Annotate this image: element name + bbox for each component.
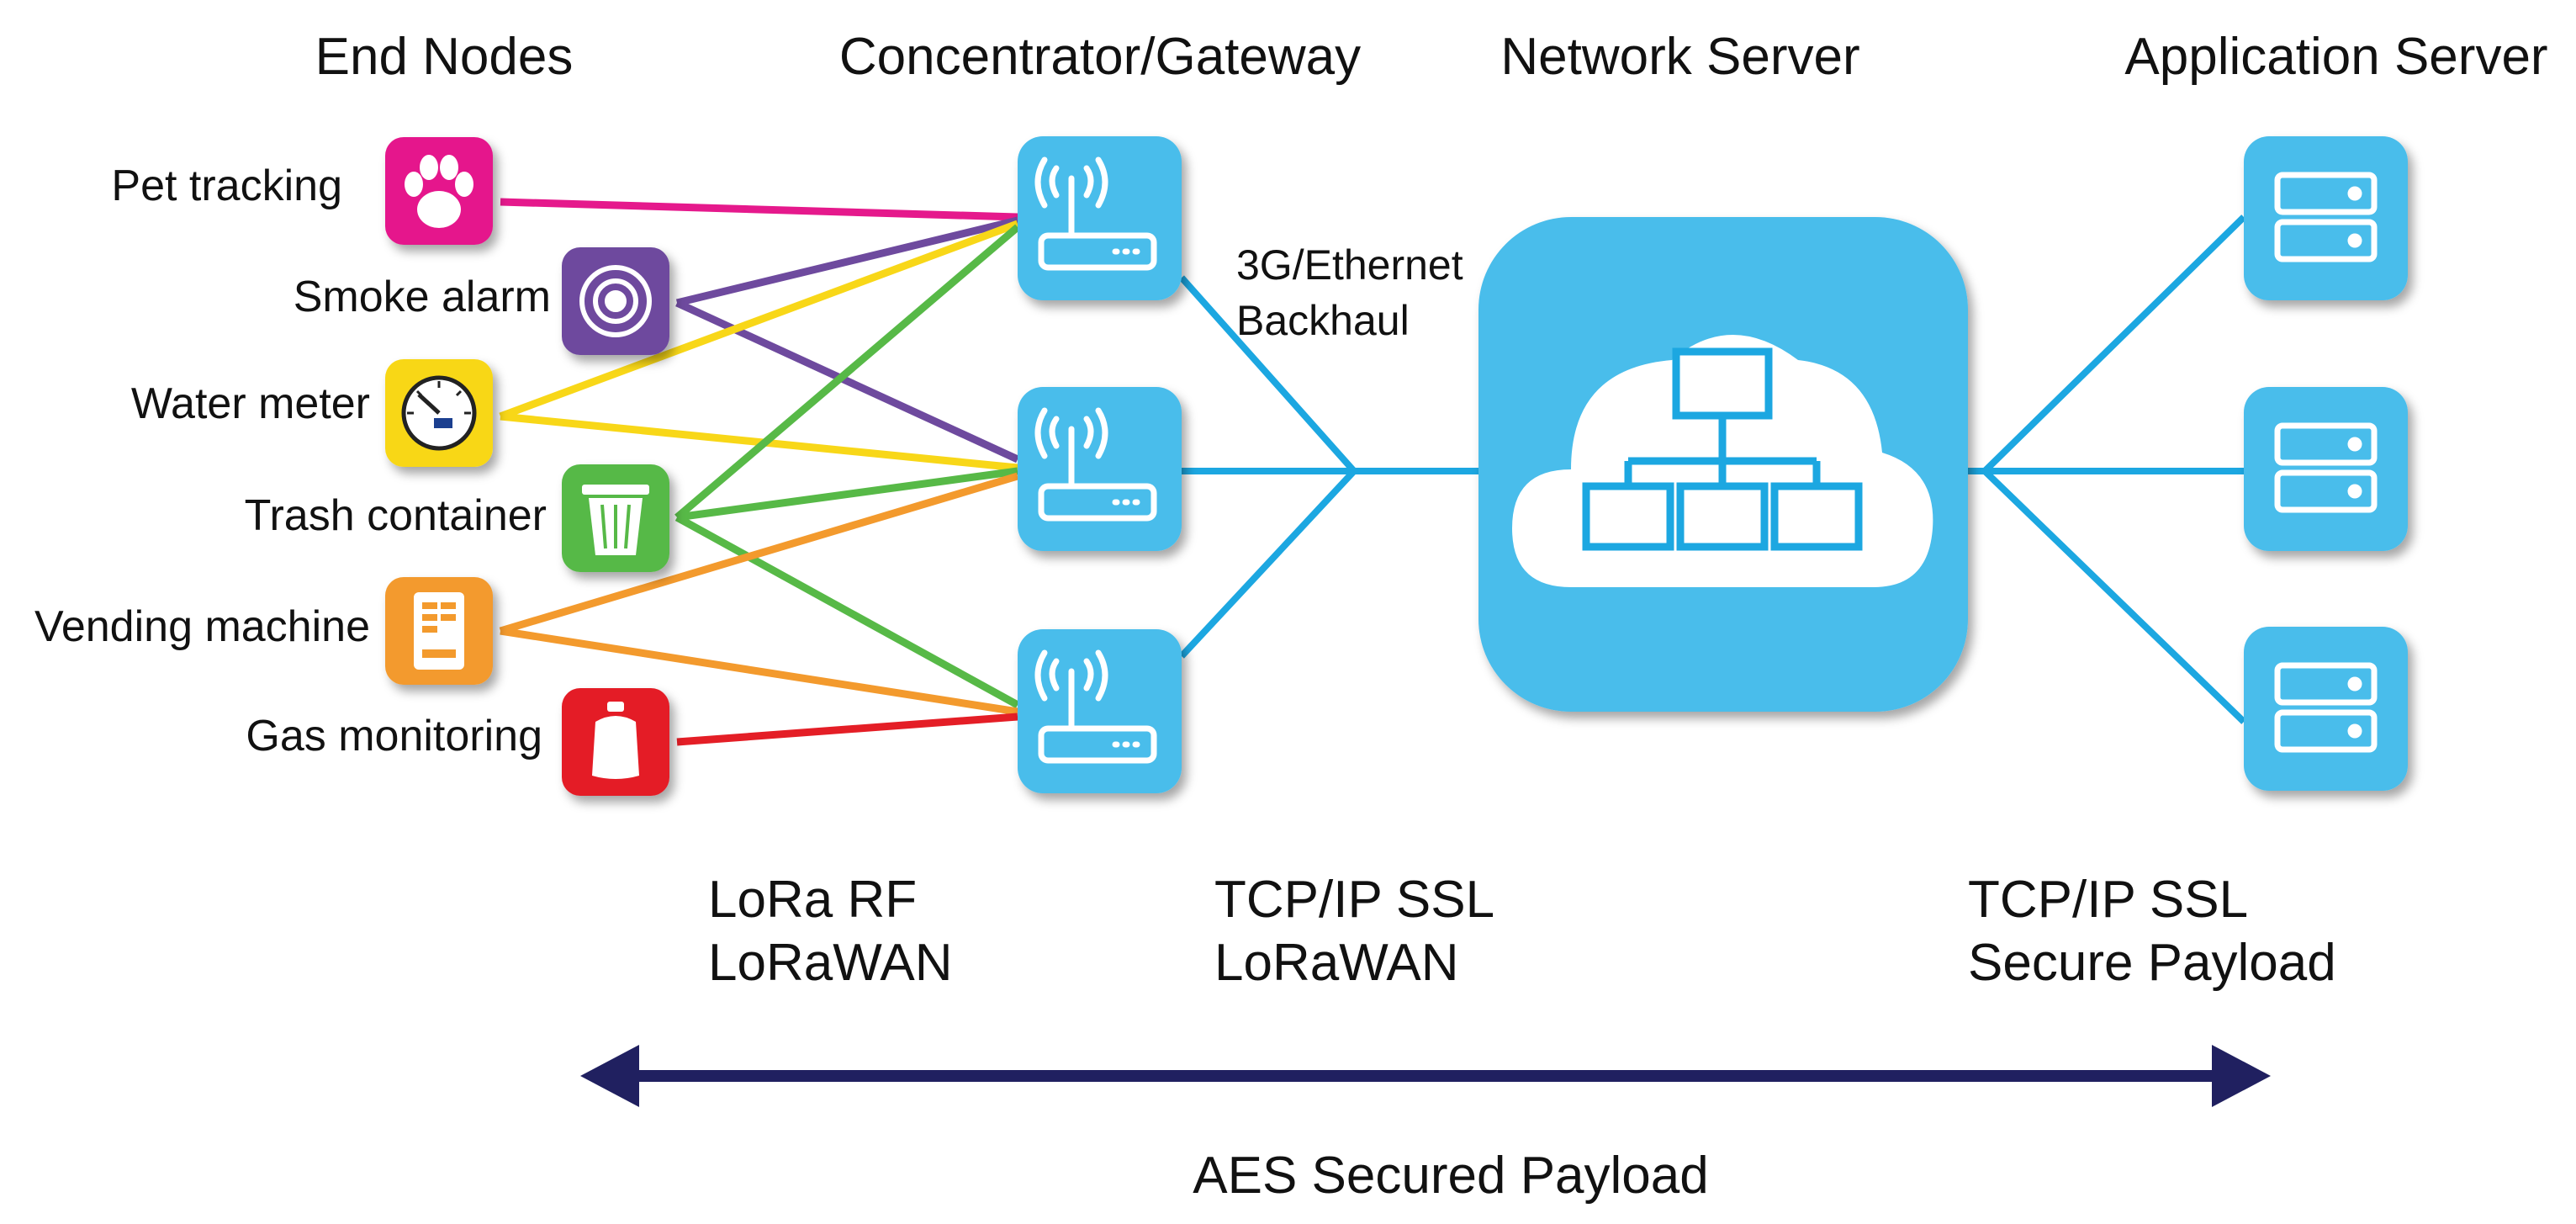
- paw-icon: [405, 155, 473, 228]
- server-rack-icon: [2274, 662, 2378, 753]
- gateway-antenna-icon: [1034, 407, 1157, 522]
- end-node-pet-tracking: [385, 137, 493, 245]
- gateway-2: [1018, 387, 1182, 551]
- security-caption: AES Secured Payload: [1193, 1147, 1709, 1205]
- end-node-label-water: Water meter: [131, 379, 370, 428]
- heading-end-nodes: End Nodes: [315, 28, 574, 86]
- heading-application-server: Application Server: [2124, 28, 2547, 86]
- end-node-label-pet: Pet tracking: [111, 162, 342, 210]
- link-water-gw1: [499, 220, 1019, 421]
- link-water-gw2: [500, 412, 1018, 472]
- application-server-3: [2244, 627, 2408, 791]
- gateway-antenna-icon: [1034, 649, 1157, 764]
- protocol-backhaul-line2: LoRaWAN: [1214, 934, 1459, 992]
- link-trash-gw3: [674, 514, 1020, 708]
- cloud-network-icon: [1512, 335, 1933, 587]
- gauge-icon: [401, 375, 477, 451]
- vending-machine-icon: [414, 592, 464, 670]
- protocol-rf-line1: LoRa RF: [708, 871, 917, 929]
- link-gw3-junction: [1179, 469, 1357, 659]
- link-pet-gw1: [500, 198, 1018, 221]
- end-node-vending-machine: [385, 577, 493, 685]
- gas-cylinder-icon: [592, 702, 639, 779]
- link-gw1-junction: [1179, 275, 1357, 474]
- network-server: [1478, 217, 1968, 712]
- gateway-antenna-icon: [1034, 156, 1157, 271]
- server-rack-icon: [2274, 422, 2378, 513]
- gateway-1: [1018, 136, 1182, 300]
- server-rack-icon: [2274, 172, 2378, 262]
- end-node-smoke-alarm: [562, 247, 669, 355]
- end-node-gas-monitoring: [562, 688, 669, 796]
- end-node-label-smoke: Smoke alarm: [294, 273, 551, 321]
- application-server-1: [2244, 136, 2408, 300]
- aes-span-arrow: [580, 1045, 2271, 1107]
- link-gas-gw3: [676, 713, 1018, 746]
- link-trash-gw2: [676, 467, 1018, 522]
- end-node-label-trash: Trash container: [245, 491, 547, 540]
- link-junction-as1: [1982, 215, 2246, 474]
- heading-network-server: Network Server: [1500, 28, 1859, 86]
- ip-links: [1179, 215, 2246, 724]
- protocol-backhaul-line1: TCP/IP SSL: [1214, 871, 1494, 929]
- link-vending-gw2: [499, 472, 1019, 635]
- smoke-alarm-icon: [579, 265, 652, 337]
- backhaul-label-line2: Backhaul: [1236, 297, 1410, 344]
- heading-gateway: Concentrator/Gateway: [839, 28, 1361, 86]
- protocol-rf-line2: LoRaWAN: [708, 934, 953, 992]
- end-node-label-gas: Gas monitoring: [246, 712, 542, 760]
- end-node-water-meter: [385, 359, 493, 467]
- trash-bin-icon: [582, 485, 649, 555]
- link-vending-gw3: [500, 627, 1018, 716]
- link-smoke-gw1: [675, 216, 1019, 307]
- application-server-2: [2244, 387, 2408, 551]
- protocol-app-line1: TCP/IP SSL: [1968, 871, 2248, 929]
- link-trash-gw1: [674, 224, 1020, 521]
- end-node-label-vending: Vending machine: [34, 602, 370, 651]
- protocol-app-line2: Secure Payload: [1968, 934, 2336, 992]
- end-node-trash-container: [562, 464, 669, 572]
- link-junction-as3: [1982, 469, 2246, 724]
- backhaul-label-line1: 3G/Ethernet: [1236, 241, 1463, 289]
- rf-links: [499, 198, 1020, 746]
- gateway-3: [1018, 629, 1182, 793]
